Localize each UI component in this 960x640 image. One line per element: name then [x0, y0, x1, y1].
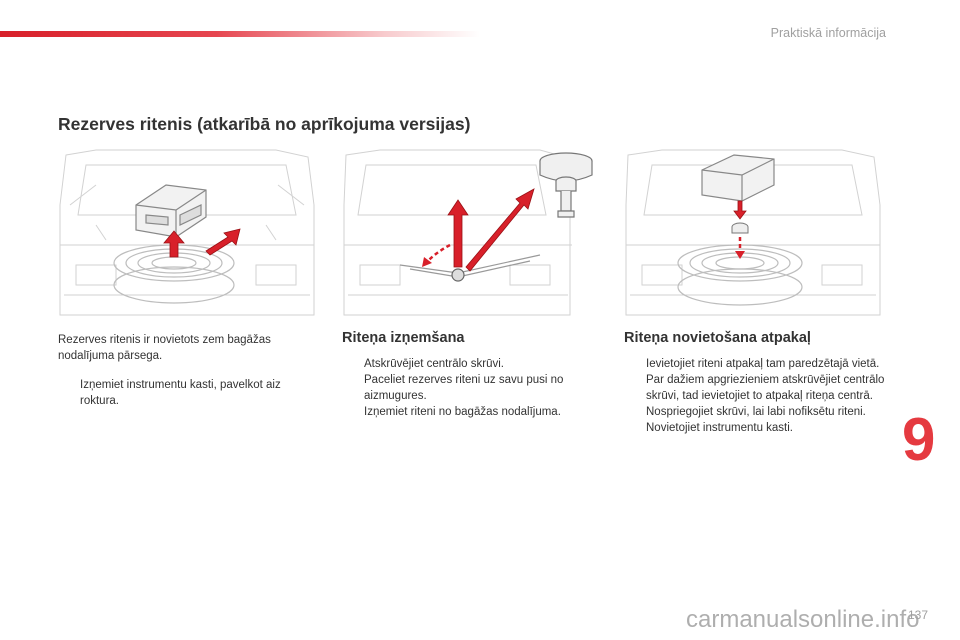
- removal-heading: Riteņa izņemšana: [342, 330, 465, 346]
- column-replacement: Riteņa novietošana atpakaļ Ievietojiet r…: [624, 330, 886, 436]
- illustration-replace-wheel: [622, 145, 884, 321]
- column-removal: Riteņa izņemšana Atskrūvējiet centrālo s…: [342, 330, 604, 420]
- step-list: Atskrūvējiet centrālo skrūvi. Paceliet r…: [342, 356, 604, 420]
- step-item: Novietojiet instrumentu kasti.: [646, 422, 794, 434]
- step-item: Nospriegojiet skrūvi, lai labi nofiksētu…: [646, 406, 866, 418]
- step-item: Atskrūvējiet centrālo skrūvi.: [364, 358, 504, 370]
- step-item: Izņemiet instrumentu kasti, pavelkot aiz…: [80, 379, 281, 407]
- illustration-remove-toolbox: [56, 145, 318, 321]
- watermark-text: carmanualsonline.info: [686, 606, 920, 633]
- step-item: Izņemiet riteni no bagāžas nodalījuma.: [364, 406, 561, 418]
- page-title: Rezerves ritenis (atkarībā no aprīkojuma…: [58, 114, 471, 134]
- page-number: 137: [907, 608, 928, 622]
- step-list: Ievietojiet riteni atpakaļ tam paredzēta…: [624, 356, 886, 436]
- step-item: Paceliet rezerves riteni uz savu pusi no…: [364, 374, 564, 402]
- illustration-lift-wheel: [340, 145, 602, 321]
- section-header: Praktiskā informācija: [770, 26, 886, 40]
- header-accent-bar: [0, 31, 480, 37]
- column-intro: Rezerves ritenis ir novietots zem bagāža…: [58, 332, 320, 409]
- intro-text: Rezerves ritenis ir novietots zem bagāža…: [58, 334, 271, 362]
- step-list: Izņemiet instrumentu kasti, pavelkot aiz…: [58, 377, 320, 409]
- step-item: Par dažiem apgriezieniem atskrūvējiet ce…: [646, 374, 885, 402]
- step-item: Ievietojiet riteni atpakaļ tam paredzēta…: [646, 358, 880, 370]
- chapter-number: 9: [902, 406, 936, 473]
- replacement-heading: Riteņa novietošana atpakaļ: [624, 330, 811, 346]
